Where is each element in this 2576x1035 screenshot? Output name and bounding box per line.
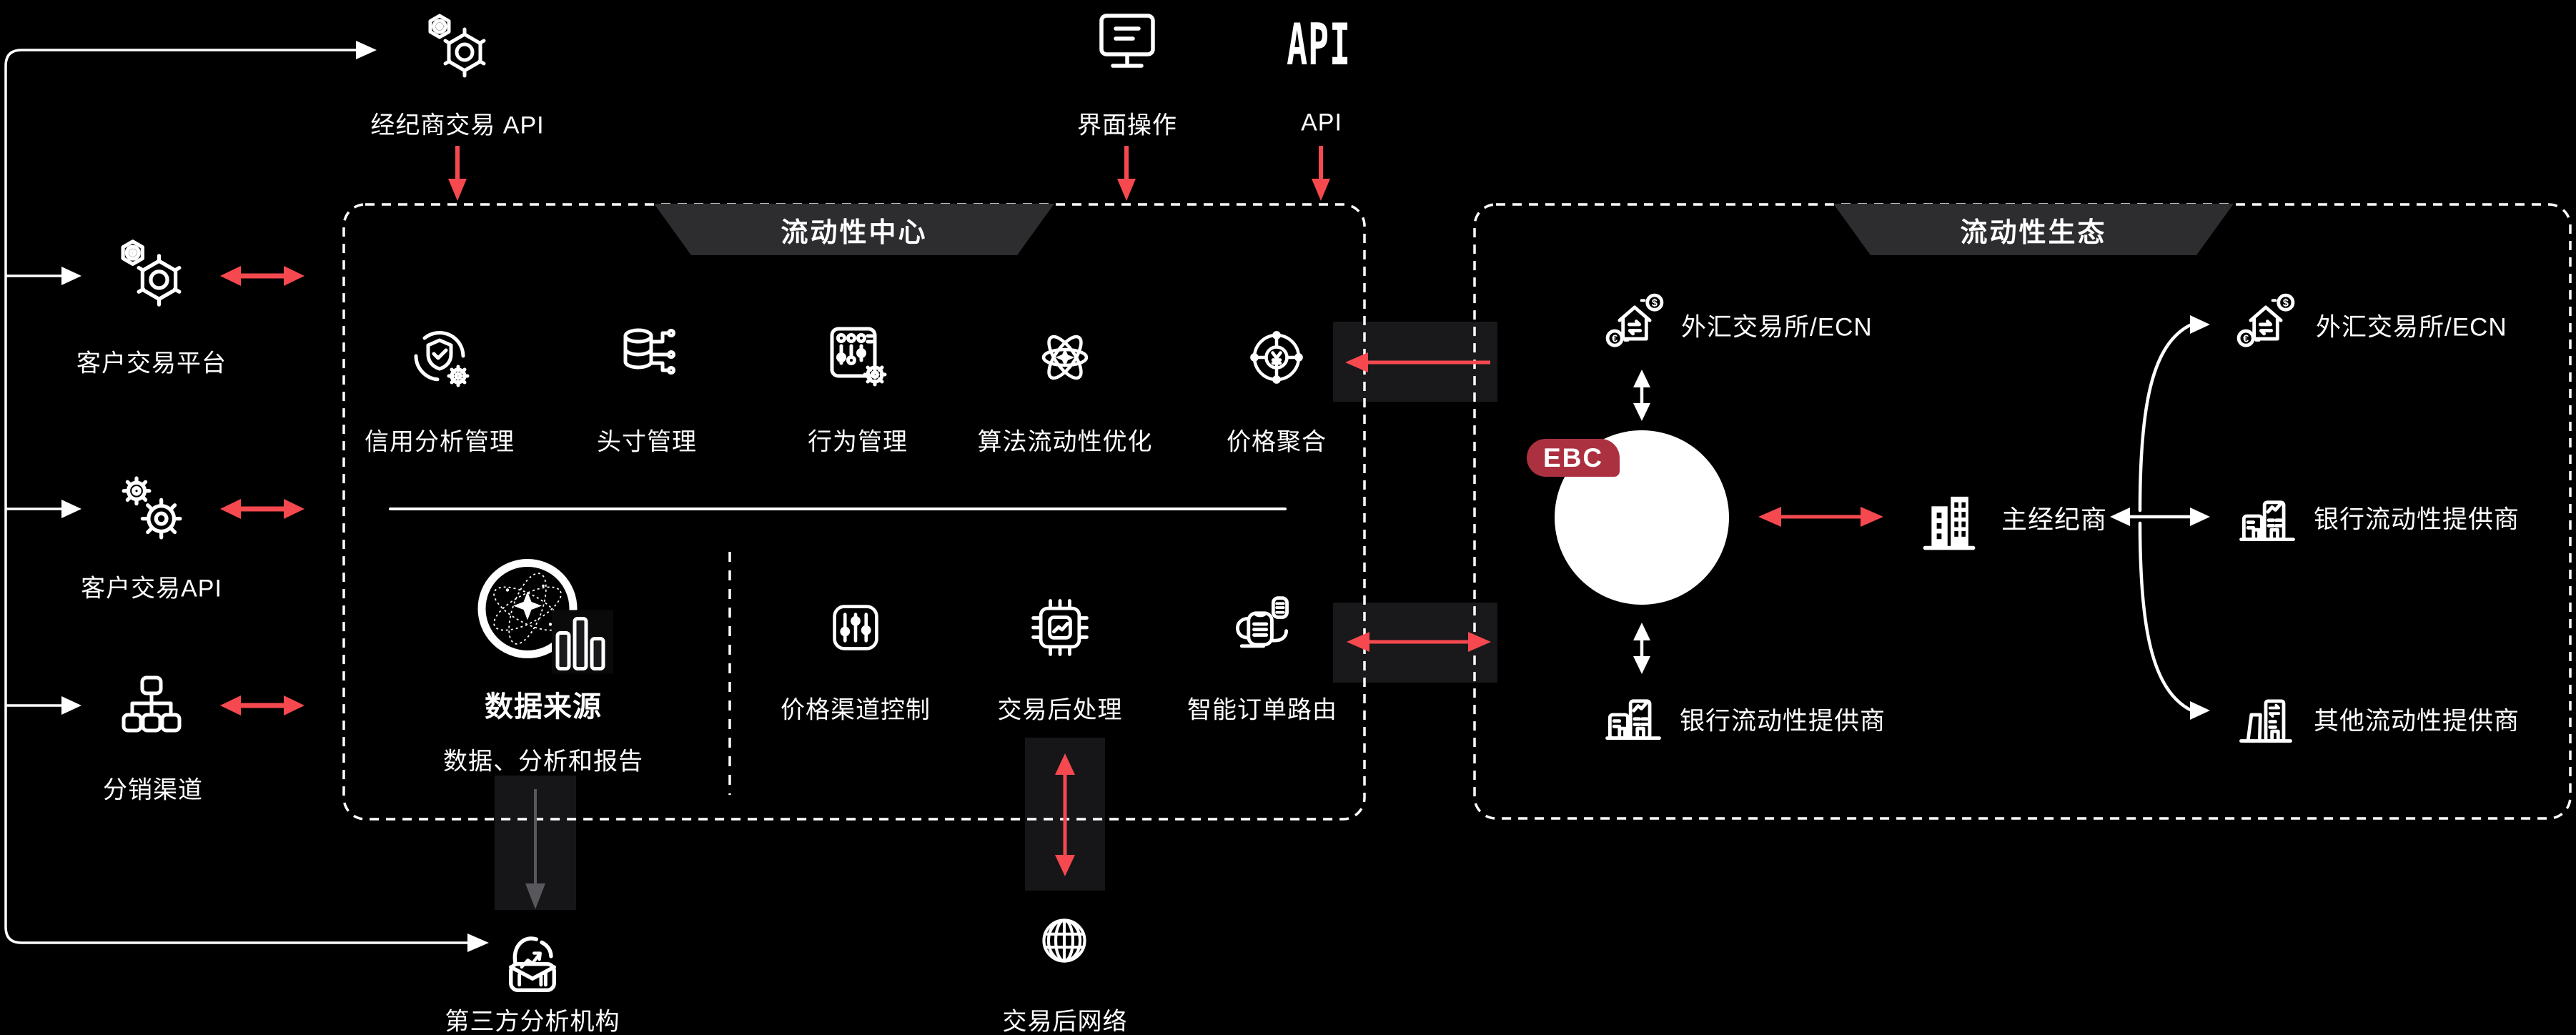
control-panel-icon: [822, 322, 893, 393]
data-source-node: [472, 549, 615, 674]
monitor-icon: [1091, 9, 1163, 80]
eco-red-arrow: [1758, 507, 1883, 527]
shield-gear-icon: [404, 322, 475, 393]
data-source-subtitle: 数据、分析和报告: [443, 748, 643, 776]
fx-ecn-right-label: 外汇交易所/ECN: [2316, 313, 2507, 342]
bank-lp-right-node: [2233, 482, 2302, 550]
fx-ecn-top-label: 外汇交易所/ECN: [1681, 313, 1873, 342]
data-source-title: 数据来源: [485, 691, 602, 723]
eco-title: 流动性生态: [1833, 204, 2234, 255]
algo-liquidity-node: [1029, 322, 1101, 393]
hub-eco-arrows: [1345, 352, 1491, 652]
broker-api-node: [422, 10, 493, 81]
globe-icon: [1031, 908, 1097, 974]
other-building-icon: [2231, 682, 2300, 751]
ui-operation-node: [1091, 9, 1163, 80]
bank-lp-right-label: 银行流动性提供商: [2314, 505, 2520, 534]
briefcase-chart-icon: [494, 919, 571, 996]
third-party-node: [494, 919, 571, 996]
exchange-house-icon: [1600, 289, 1669, 357]
credit-analysis-label: 信用分析管理: [365, 428, 515, 456]
position-mgmt-node: [611, 322, 683, 393]
data-sphere-icon: [472, 549, 615, 674]
globe-yen-icon: [1241, 322, 1312, 393]
red-input-arrows: [448, 146, 1330, 201]
price-channel-label: 价格渠道控制: [781, 696, 931, 724]
left-bus-arrowheads: [61, 41, 489, 952]
api-label: API: [1301, 109, 1342, 137]
post-trade-processing-label: 交易后处理: [997, 696, 1123, 724]
database-network-icon: [611, 322, 683, 393]
order-routing-icon: [1228, 591, 1297, 660]
price-aggregation-node: [1241, 322, 1312, 393]
eco-fanout-connector: [2126, 322, 2194, 713]
bank-building-icon: [1599, 680, 1668, 749]
fx-ecn-top-node: [1600, 289, 1669, 357]
post-trade-processing-node: [1026, 593, 1094, 662]
bank-lp-bottom-label: 银行流动性提供商: [1680, 707, 1886, 736]
hub-title: 流动性中心: [654, 204, 1054, 255]
bank-lp-bottom-node: [1599, 680, 1668, 749]
red-post-trade-arrow: [1055, 753, 1075, 876]
smart-order-routing-label: 智能订单路由: [1187, 696, 1337, 724]
atom-icon: [1029, 322, 1101, 393]
fx-ecn-right-node: [2231, 289, 2300, 357]
client-platform-label: 客户交易平台: [76, 350, 227, 377]
red-channel-arrows: [220, 266, 304, 715]
client-api-node: [114, 472, 189, 547]
left-bus-connector: [4, 49, 467, 944]
prime-broker-label: 主经纪商: [2001, 505, 2108, 534]
client-api-label: 客户交易API: [81, 575, 222, 603]
behavior-mgmt-node: [822, 322, 893, 393]
gear-hexagons-icon: [422, 10, 493, 81]
client-platform-node: [114, 236, 189, 311]
other-lp-label: 其他流动性提供商: [2314, 707, 2520, 736]
liquidity-hub-border: [342, 203, 1366, 821]
hexagon-nut-icon: [114, 236, 189, 311]
eco-title-text: 流动性生态: [1960, 217, 2107, 248]
exchange-house-icon: [2231, 289, 2300, 357]
hub-title-text: 流动性中心: [781, 217, 928, 248]
post-trade-network-node: [1031, 908, 1097, 974]
distribution-node: [116, 670, 187, 742]
position-mgmt-label: 头寸管理: [597, 428, 697, 456]
smart-order-routing-node: [1228, 591, 1297, 660]
bank-building-icon: [2233, 482, 2302, 550]
other-lp-node: [2231, 682, 2300, 751]
gears-icon: [114, 472, 189, 547]
prime-broker-node: [1909, 477, 1989, 558]
api-glyph-icon: API: [1287, 10, 1351, 79]
post-trade-network-label: 交易后网络: [1002, 1008, 1128, 1035]
price-channel-node: [823, 595, 888, 660]
algo-liquidity-label: 算法流动性优化: [977, 428, 1153, 456]
gray-data-arrow: [525, 789, 545, 909]
behavior-mgmt-label: 行为管理: [808, 428, 908, 456]
price-aggregation-label: 价格聚合: [1227, 428, 1327, 456]
eco-fanout-arrowheads: [2110, 315, 2210, 720]
ui-operation-label: 界面操作: [1077, 112, 1177, 139]
broker-api-label: 经纪商交易 API: [370, 112, 545, 139]
credit-analysis-node: [404, 322, 475, 393]
sliders-icon: [823, 595, 888, 660]
cpu-chart-icon: [1026, 593, 1094, 662]
eco-vertical-arrows: [1633, 370, 1650, 674]
org-chart-icon: [116, 670, 187, 742]
distribution-label: 分销渠道: [103, 776, 203, 804]
third-party-label: 第三方分析机构: [445, 1008, 620, 1035]
prime-building-icon: [1909, 477, 1989, 558]
ebc-badge: EBC: [1527, 439, 1620, 477]
